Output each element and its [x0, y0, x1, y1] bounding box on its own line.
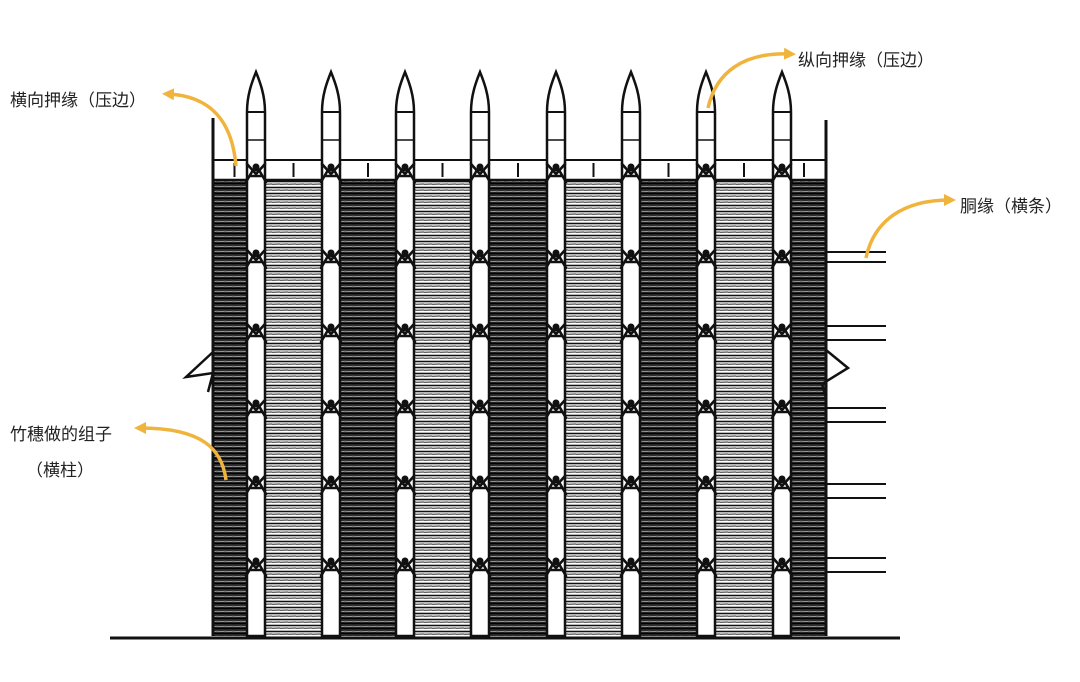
binding-knot [544, 248, 568, 270]
binding-knot [244, 398, 268, 420]
post-shaft [320, 68, 342, 638]
fence-frame [211, 118, 828, 636]
post-shaft [394, 68, 416, 638]
binding-knot [319, 474, 343, 496]
binding-knot [393, 248, 417, 270]
infill-panel [214, 180, 247, 636]
binding-knot [619, 474, 643, 496]
post-shaft [245, 68, 267, 638]
binding-knot [694, 248, 718, 270]
binding-knot [244, 556, 268, 578]
binding-knot [694, 322, 718, 344]
binding-knot [468, 162, 492, 184]
infill-panel [414, 180, 471, 636]
arrow-bamboo-member [134, 422, 228, 481]
vertical-post [393, 68, 417, 638]
binding-knot [770, 398, 794, 420]
label-horizontal-edge: 横向押缘（压边） [10, 91, 146, 111]
binding-knot [770, 556, 794, 578]
binding-knot [468, 556, 492, 578]
binding-knot [619, 162, 643, 184]
binding-knot [770, 322, 794, 344]
binding-knot [619, 556, 643, 578]
vertical-post [619, 68, 643, 638]
vertical-post [468, 68, 492, 638]
post-shaft [771, 68, 793, 638]
binding-knot [770, 162, 794, 184]
post-shaft [469, 68, 491, 638]
binding-knot [544, 322, 568, 344]
binding-knot [770, 248, 794, 270]
binding-knot [694, 474, 718, 496]
binding-knot [468, 248, 492, 270]
binding-knot [393, 322, 417, 344]
binding-knot [244, 162, 268, 184]
binding-knot [319, 322, 343, 344]
binding-knot [694, 556, 718, 578]
infill-panel [265, 180, 322, 636]
binding-knot [319, 248, 343, 270]
binding-knot [468, 474, 492, 496]
binding-knot [619, 398, 643, 420]
vertical-post [770, 68, 794, 638]
binding-knot [694, 398, 718, 420]
infill-panel [715, 180, 773, 636]
binding-knot [393, 474, 417, 496]
binding-knot [619, 322, 643, 344]
binding-knot [244, 322, 268, 344]
break-mark-left [182, 351, 215, 393]
binding-knot [468, 322, 492, 344]
binding-knot [393, 162, 417, 184]
binding-knot [244, 474, 268, 496]
post-shaft [545, 68, 567, 638]
binding-knot [544, 556, 568, 578]
label-bamboo-member-line2: （横柱） [26, 461, 94, 481]
binding-knot [544, 398, 568, 420]
binding-knot [244, 248, 268, 270]
vertical-post [694, 68, 718, 638]
binding-knot [319, 398, 343, 420]
binding-knot [694, 162, 718, 184]
binding-knot [393, 556, 417, 578]
body-edge-rails [826, 251, 886, 573]
break-mark-right [820, 349, 851, 399]
binding-knot [770, 474, 794, 496]
binding-knot [468, 398, 492, 420]
vertical-edge-posts [244, 68, 794, 638]
arrow-vertical-edge [706, 47, 796, 109]
infill-panel [340, 180, 396, 636]
vertical-post [544, 68, 568, 638]
infill-panel [791, 180, 825, 636]
infill-panel [565, 180, 622, 636]
label-body-edge: 胴缘（横条） [960, 197, 1062, 217]
binding-knot [619, 248, 643, 270]
vertical-post [319, 68, 343, 638]
arrow-body-edge [864, 194, 956, 259]
binding-knot [393, 398, 417, 420]
post-shaft [695, 68, 717, 638]
infill-panel [640, 180, 697, 636]
binding-knot [319, 556, 343, 578]
post-shaft [620, 68, 642, 638]
vertical-post [244, 68, 268, 638]
bamboo-infill-panels [214, 163, 825, 636]
binding-knot [319, 162, 343, 184]
label-bamboo-member-line1: 竹穗做的组子 [10, 425, 112, 445]
arrow-horizontal-edge [162, 88, 238, 167]
binding-knot [544, 162, 568, 184]
infill-panel [489, 180, 547, 636]
label-vertical-edge: 纵向押缘（压边） [798, 51, 934, 71]
binding-knot [544, 474, 568, 496]
